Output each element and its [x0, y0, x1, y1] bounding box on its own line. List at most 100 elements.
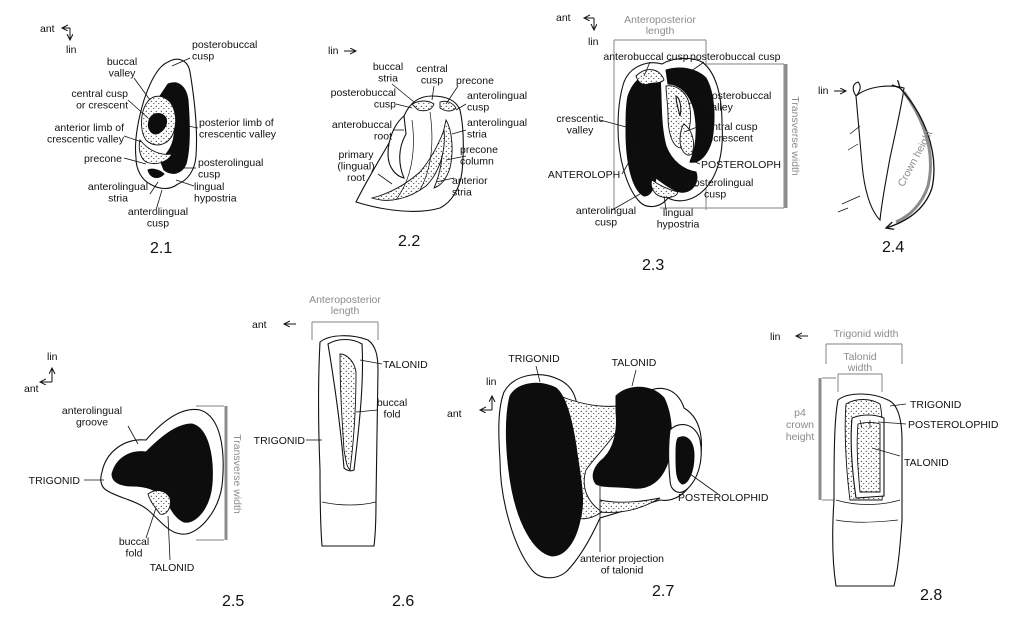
lin-label: lin: [486, 376, 497, 388]
ant-label: ant: [24, 383, 39, 395]
label-precone: precone: [84, 153, 122, 165]
tooth-2-7: [498, 374, 702, 579]
tooth-2-1: [134, 58, 198, 190]
caption-2-7: 2.7: [652, 583, 674, 600]
figure-2-3-labels: anterobuccal cusp posterobuccal cusp pos…: [548, 51, 781, 231]
figure-2-2-leaders: [377, 83, 467, 185]
label-posteroloph: POSTEROLOPH: [701, 159, 781, 171]
orientation-lin-arrow: lin: [770, 331, 808, 343]
label-talonid: TALONID: [383, 359, 428, 371]
label-posterolophid: POSTEROLOPHID: [908, 419, 999, 431]
label-talonid: TALONID: [150, 562, 195, 574]
lin-label: lin: [588, 36, 599, 48]
ant-label: ant: [447, 408, 462, 420]
orientation-compass: lin ant: [24, 351, 58, 395]
orientation-lin-arrow: lin: [818, 85, 846, 97]
figure-2-7-labels: TRIGONID TALONID POSTEROLOPHID anterior …: [508, 353, 769, 577]
measurement-lines: Transverse width: [196, 405, 243, 541]
label-talonid: TALONID: [612, 357, 657, 369]
label-posterobuccal-cusp: posterobuccal cusp: [690, 51, 781, 63]
figure-2-1-leaders: [123, 57, 199, 211]
caption-2-4: 2.4: [882, 239, 904, 256]
lin-label: lin: [818, 85, 829, 97]
lin-label: lin: [328, 45, 339, 57]
caption-2-2: 2.2: [398, 233, 420, 250]
figure-2-3-leaders: [599, 61, 707, 211]
tooth-2-4: Crown height: [837, 82, 935, 228]
tooth-2-6: [317, 335, 379, 547]
tooth-2-3: [617, 57, 723, 208]
figure-2-4: lin Crown height 2.4: [818, 82, 935, 256]
orientation-compass: ant lin: [40, 23, 77, 56]
caption-2-3: 2.3: [642, 257, 664, 274]
figure-2-6-leaders: [306, 359, 383, 441]
orientation-ant-arrow: ant: [252, 319, 296, 331]
ant-label: ant: [252, 319, 267, 331]
label-posterolophid: POSTEROLOPHID: [678, 492, 769, 504]
label-talonid: TALONID: [904, 457, 949, 469]
ant-label: ant: [556, 12, 571, 24]
caption-2-5: 2.5: [222, 593, 244, 610]
caption-2-8: 2.8: [920, 587, 942, 604]
tooth-2-2: [355, 95, 464, 212]
tooth-2-8: [832, 393, 903, 587]
label-trigonid: TRIGONID: [910, 399, 962, 411]
figure-2-8-leaders: [871, 403, 907, 457]
lin-label: lin: [770, 331, 781, 343]
tooth-2-5: [100, 408, 224, 535]
label-anterobuccal-cusp: anterobuccal cusp: [603, 51, 688, 63]
orientation-compass: lin ant: [447, 376, 497, 420]
caption-2-1: 2.1: [150, 240, 172, 257]
ant-label: ant: [40, 23, 55, 35]
label-primary-lingual-root: primary(lingual)root: [337, 149, 374, 184]
transverse-width-label: Transverse width: [231, 434, 243, 514]
figure-2-5-leaders: [84, 425, 171, 561]
label-trigonid: TRIGONID: [508, 353, 560, 365]
label-anteroloph: ANTEROLOPH: [548, 169, 620, 181]
lin-label: lin: [47, 351, 58, 363]
orientation-lin-arrow: lin: [328, 45, 356, 57]
caption-2-6: 2.6: [392, 593, 414, 610]
figure-2-7: lin ant TRIGONID TALONID POSTEROLOPHID a…: [447, 353, 769, 600]
label-trigonid: TRIGONID: [254, 435, 306, 447]
